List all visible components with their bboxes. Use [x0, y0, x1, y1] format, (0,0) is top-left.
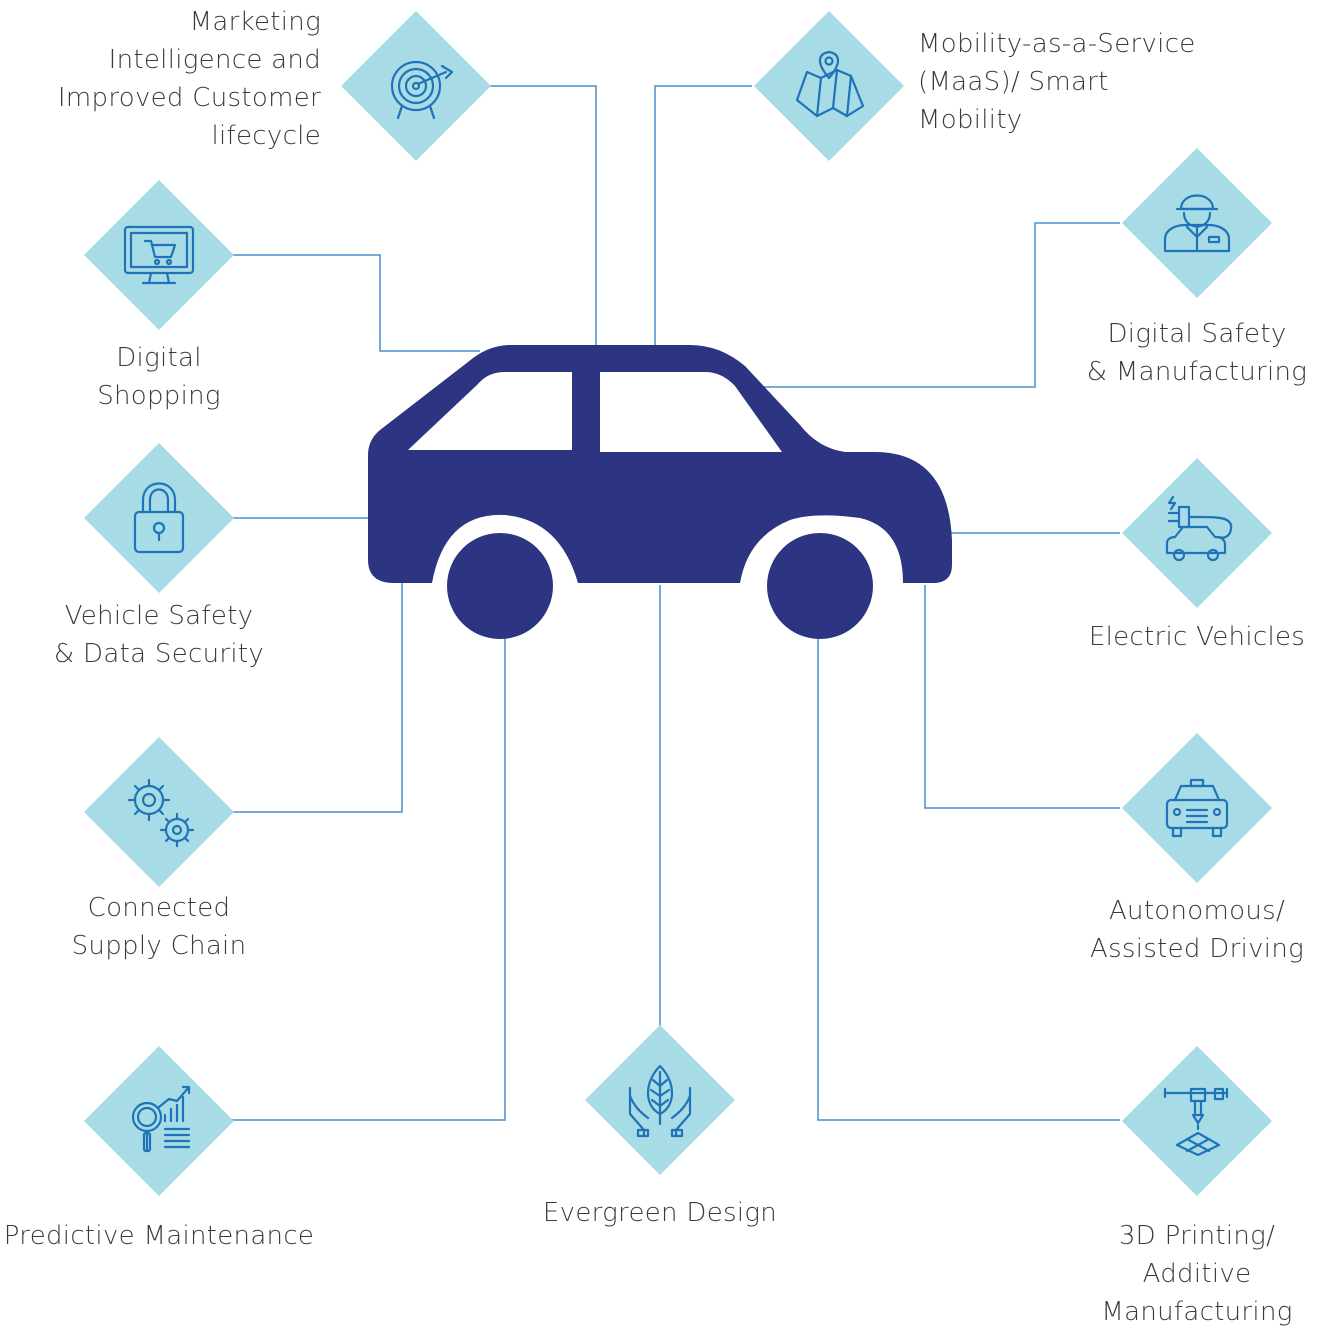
label-printing: 3D Printing/ Additive Manufacturing	[1077, 1217, 1317, 1331]
label-line: 3D Printing/	[1118, 1221, 1276, 1251]
label-vehicle-safety: Vehicle Safety & Data Security	[39, 597, 279, 673]
label-digital-safety: Digital Safety & Manufacturing	[1077, 315, 1317, 391]
label-line: Connected	[87, 893, 231, 923]
label-marketing: Marketing Intelligence and Improved Cust…	[58, 3, 321, 155]
label-line: Digital Safety	[1107, 319, 1287, 349]
label-line: Intelligence and	[108, 45, 321, 75]
label-evergreen: Evergreen Design	[520, 1194, 800, 1232]
diamond-electric-vehicles	[1122, 458, 1272, 608]
diamond-digital-safety	[1122, 148, 1272, 298]
taxi-car-icon	[1165, 778, 1229, 838]
connector-lines	[232, 85, 1120, 1121]
label-line: Shopping	[97, 381, 221, 411]
diamond-digital-shopping	[84, 180, 234, 330]
label-line: Marketing	[189, 7, 321, 37]
label-line: Electric Vehicles	[1088, 622, 1306, 652]
label-line: Additive	[1142, 1259, 1252, 1289]
label-line: Autonomous/	[1108, 896, 1286, 926]
connector-printing	[817, 632, 1120, 1121]
connector-marketing	[490, 85, 597, 345]
label-autonomous: Autonomous/ Assisted Driving	[1077, 892, 1317, 968]
label-line: Mobility-as-a-Service	[918, 29, 1196, 59]
label-line: Digital	[116, 343, 202, 373]
label-line: Manufacturing	[1101, 1297, 1293, 1327]
label-line: Improved Customer	[57, 83, 321, 113]
label-line: Mobility	[918, 105, 1023, 135]
worker-helmet-icon	[1163, 194, 1231, 253]
connector-predictive	[232, 632, 506, 1121]
3d-printer-icon	[1163, 1087, 1229, 1157]
label-line: Vehicle Safety	[64, 601, 254, 631]
label-line: Evergreen Design	[542, 1198, 778, 1228]
diamond-vehicle-safety	[84, 443, 234, 593]
label-line: lifecycle	[211, 121, 321, 151]
analytics-magnifier-icon	[131, 1085, 191, 1153]
label-supply-chain: Connected Supply Chain	[39, 889, 279, 965]
leaf-hands-icon	[628, 1064, 692, 1138]
label-predictive: Predictive Maintenance	[0, 1217, 318, 1255]
label-line: (MaaS)/ Smart	[918, 67, 1109, 97]
label-digital-shopping: Digital Shopping	[59, 339, 259, 415]
padlock-icon	[133, 482, 185, 554]
label-electric-vehicles: Electric Vehicles	[1077, 618, 1317, 656]
connector-autonomous	[924, 585, 1120, 809]
diamond-maas	[754, 11, 904, 161]
connector-digital-safety	[755, 222, 1120, 388]
diamond-predictive	[84, 1046, 234, 1196]
label-line: & Manufacturing	[1086, 357, 1308, 387]
gears-icon	[127, 778, 195, 848]
diamond-supply-chain	[84, 737, 234, 887]
label-maas: Mobility-as-a-Service (MaaS)/ Smart Mobi…	[918, 25, 1196, 139]
electric-car-plug-icon	[1165, 495, 1233, 562]
connector-maas	[654, 85, 752, 345]
label-line: & Data Security	[53, 639, 265, 669]
label-line: Predictive Maintenance	[3, 1221, 315, 1251]
diamond-marketing	[341, 11, 491, 161]
car-icon	[368, 345, 952, 639]
shopping-cart-monitor-icon	[123, 225, 195, 285]
target-icon	[390, 60, 454, 120]
map-pin-icon	[795, 50, 865, 118]
connector-supply-chain	[232, 580, 403, 813]
label-line: Supply Chain	[71, 931, 247, 961]
label-line: Assisted Driving	[1089, 934, 1305, 964]
diamond-autonomous	[1122, 733, 1272, 883]
connector-digital-shopping	[232, 254, 480, 352]
